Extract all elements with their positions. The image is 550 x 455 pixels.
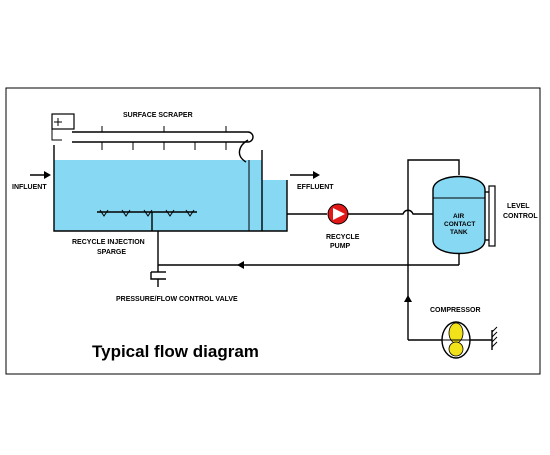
- influent-label: INFLUENT: [12, 184, 47, 191]
- tank-walls: [53, 145, 288, 232]
- effluent-label: EFFLUENT: [297, 184, 334, 191]
- compressor: [441, 321, 492, 359]
- air-flow-arrow: [404, 295, 412, 302]
- recycle-sparge-label: SPARGE: [97, 249, 126, 256]
- surface-scraper: [72, 126, 254, 163]
- recycle-pump-label: RECYCLE: [326, 234, 360, 241]
- level-control: [485, 185, 496, 247]
- air-tank-label-3: TANK: [450, 229, 468, 236]
- air-contact-tank: [432, 175, 486, 255]
- tank-water: [54, 160, 262, 231]
- air-feed-line: [407, 159, 460, 340]
- level-control-label-2: CONTROL: [503, 213, 538, 220]
- effluent-arrow: [290, 171, 320, 179]
- pressure-valve-label: PRESSURE/FLOW CONTROL VALVE: [116, 296, 238, 303]
- pressure-control-valve: [150, 271, 166, 287]
- level-control-label-1: LEVEL: [507, 203, 530, 210]
- diagram-frame: [5, 87, 541, 375]
- diagram-title: Typical flow diagram: [92, 342, 259, 361]
- recycle-return-line: [158, 254, 460, 269]
- recycle-pump: [327, 203, 349, 225]
- recycle-sparge: [97, 209, 197, 231]
- influent-arrow: [30, 171, 51, 179]
- compressor-label: COMPRESSOR: [430, 307, 481, 314]
- recycle-injection-label: RECYCLE INJECTION: [72, 239, 145, 246]
- effluent-chamber-water: [262, 180, 287, 231]
- scraper-drive: [51, 113, 75, 141]
- air-tank-label-1: AIR: [453, 213, 465, 220]
- surface-scraper-label: SURFACE SCRAPER: [123, 112, 193, 119]
- recycle-pump-label-2: PUMP: [330, 243, 351, 250]
- ground-icon: [491, 326, 498, 350]
- pump-discharge-line: [348, 209, 433, 215]
- air-tank-label-2: CONTACT: [444, 221, 475, 228]
